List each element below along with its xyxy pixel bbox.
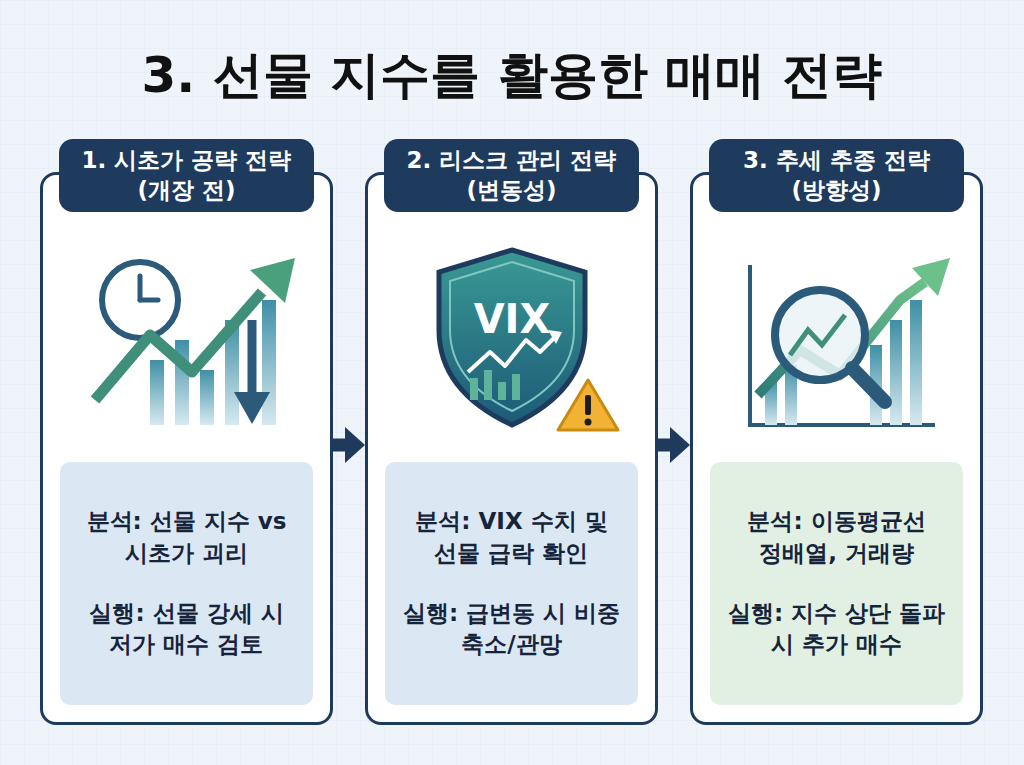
detail-text: 실행: 지수 상단 돌파 시 추가 매수 (722, 598, 951, 661)
arrow-head (345, 427, 365, 463)
detail-box: 분석: VIX 수치 및 선물 급락 확인실행: 급변동 시 비중 축소/관망 (385, 462, 638, 705)
detail-text: 실행: 급변동 시 비중 축소/관망 (397, 598, 626, 661)
detail-text: 실행: 선물 강세 시 저가 매수 검토 (72, 598, 301, 661)
detail-box: 분석: 이동평균선 정배열, 거래량실행: 지수 상단 돌파 시 추가 매수 (710, 462, 963, 705)
icon-label: VIX (462, 296, 562, 342)
panel-header: 3. 추세 추종 전략 (방향성) (709, 139, 964, 212)
flow-arrow (658, 427, 690, 463)
panel-fill (40, 172, 333, 725)
detail-text: 분석: VIX 수치 및 선물 급락 확인 (397, 506, 626, 569)
arrow-head (670, 427, 690, 463)
arrow-shaft (658, 439, 672, 452)
detail-box: 분석: 선물 지수 vs 시초가 괴리실행: 선물 강세 시 저가 매수 검토 (60, 462, 313, 705)
clock-chart-icon (95, 258, 295, 425)
panel-fill (690, 172, 983, 725)
trend-magnifier-icon (750, 258, 950, 425)
shield-icon (439, 250, 618, 430)
diagram-title: 3. 선물 지수를 활용한 매매 전략 (0, 42, 1024, 109)
strategy-panel: 1. 시초가 공략 전략 (개장 전)분석: 선물 지수 vs 시초가 괴리실행… (40, 172, 333, 725)
warning-triangle (558, 380, 618, 430)
arrow-shaft (333, 439, 347, 452)
detail-text: 분석: 이동평균선 정배열, 거래량 (722, 506, 951, 569)
panel-header: 2. 리스크 관리 전략 (변동성) (384, 139, 639, 212)
strategy-panel: 3. 추세 추종 전략 (방향성)분석: 이동평균선 정배열, 거래량실행: 지… (690, 172, 983, 725)
flow-arrow (333, 427, 365, 463)
detail-text: 분석: 선물 지수 vs 시초가 괴리 (72, 506, 301, 569)
panel-fill (365, 172, 658, 725)
panel-header: 1. 시초가 공략 전략 (개장 전) (59, 139, 314, 212)
strategy-panel: 2. 리스크 관리 전략 (변동성)분석: VIX 수치 및 선물 급락 확인실… (365, 172, 658, 725)
